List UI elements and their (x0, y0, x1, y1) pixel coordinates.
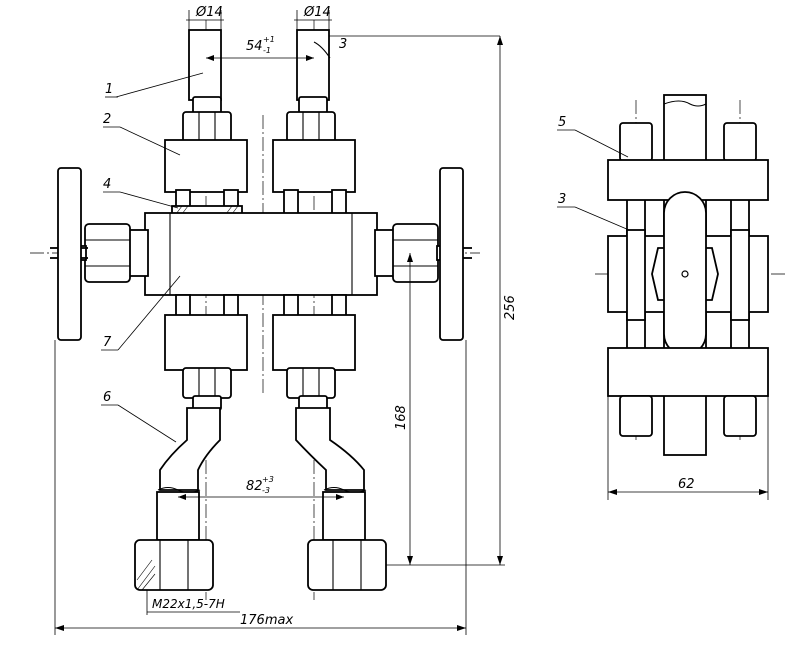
pipe-chamfer-mark (313, 41, 331, 59)
front-view (30, 20, 480, 600)
width-total-label: 176max (240, 613, 293, 628)
left-upper-block (164, 139, 248, 193)
left-lower-hex-nut (182, 367, 232, 399)
side-top-right-nut (723, 122, 757, 162)
left-top-pipe (188, 29, 222, 101)
side-mid-stud-left (626, 229, 646, 321)
height-partial-label: 168 (394, 405, 409, 430)
right-lower-pipe (322, 491, 366, 541)
callout-2: 2 (103, 112, 111, 127)
dia-right-label: Ø14 (303, 5, 331, 20)
right-top-pipe (296, 29, 330, 101)
thread-label: M22x1,5-7H (152, 597, 225, 611)
dia-left-label: Ø14 (195, 5, 223, 20)
thickness-label: 3 (339, 37, 347, 52)
right-handwheel[interactable] (439, 167, 464, 341)
right-side-nut (392, 223, 439, 283)
left-upper-hex-nut (182, 111, 232, 143)
front-dimensions: Ø14 Ø14 54 +1 -1 3 256 168 82 +3 -3 M22x… (54, 5, 518, 635)
right-bent-pipe (295, 407, 365, 491)
left-bent-pipe (159, 407, 221, 491)
valve-body (144, 212, 378, 296)
spacing-bottom-value: 82 (246, 479, 263, 494)
callout-6: 6 (103, 390, 111, 405)
spacing-bottom-tol-upper: +3 (262, 475, 274, 484)
spacing-top-tol-lower: -1 (263, 46, 271, 55)
left-small-nut-top (192, 96, 222, 114)
callout-7: 7 (103, 335, 112, 350)
callout-4: 4 (103, 177, 111, 192)
callout-3-side: 3 (558, 192, 566, 207)
side-bottom-left-nut (619, 395, 653, 437)
side-mid-stud-right (730, 229, 750, 321)
side-view: 62 5 3 (557, 94, 785, 500)
right-upper-block (272, 139, 356, 193)
right-side-collar (374, 229, 396, 277)
right-small-nut-top (298, 96, 328, 114)
height-total-label: 256 (503, 295, 518, 320)
union-nut-hatch (136, 559, 156, 591)
side-pipe-break (663, 100, 707, 107)
left-lower-block (164, 314, 248, 371)
right-union-nut (307, 539, 387, 591)
side-center-dot (681, 270, 689, 278)
left-side-collar (127, 229, 149, 277)
callout-5: 5 (558, 115, 566, 130)
right-lower-block (272, 314, 356, 371)
side-bottom-right-nut (723, 395, 757, 437)
stud-3 (283, 189, 299, 216)
left-side-nut (84, 223, 131, 283)
left-union-nut (134, 539, 214, 591)
left-lower-pipe (156, 491, 200, 541)
spacing-top-value: 54 (246, 39, 263, 54)
front-callouts: 1 2 4 7 6 (101, 72, 204, 443)
stud-4 (331, 189, 347, 216)
side-width-label: 62 (678, 477, 695, 492)
callout-1: 1 (105, 82, 113, 97)
side-lower-plate (607, 347, 769, 397)
right-lower-hex-nut (286, 367, 336, 399)
spacing-bottom-tol-lower: -3 (262, 486, 270, 495)
right-upper-hex-nut (286, 111, 336, 143)
left-handwheel[interactable] (57, 167, 82, 341)
spacing-top-tol-upper: +1 (263, 35, 275, 44)
